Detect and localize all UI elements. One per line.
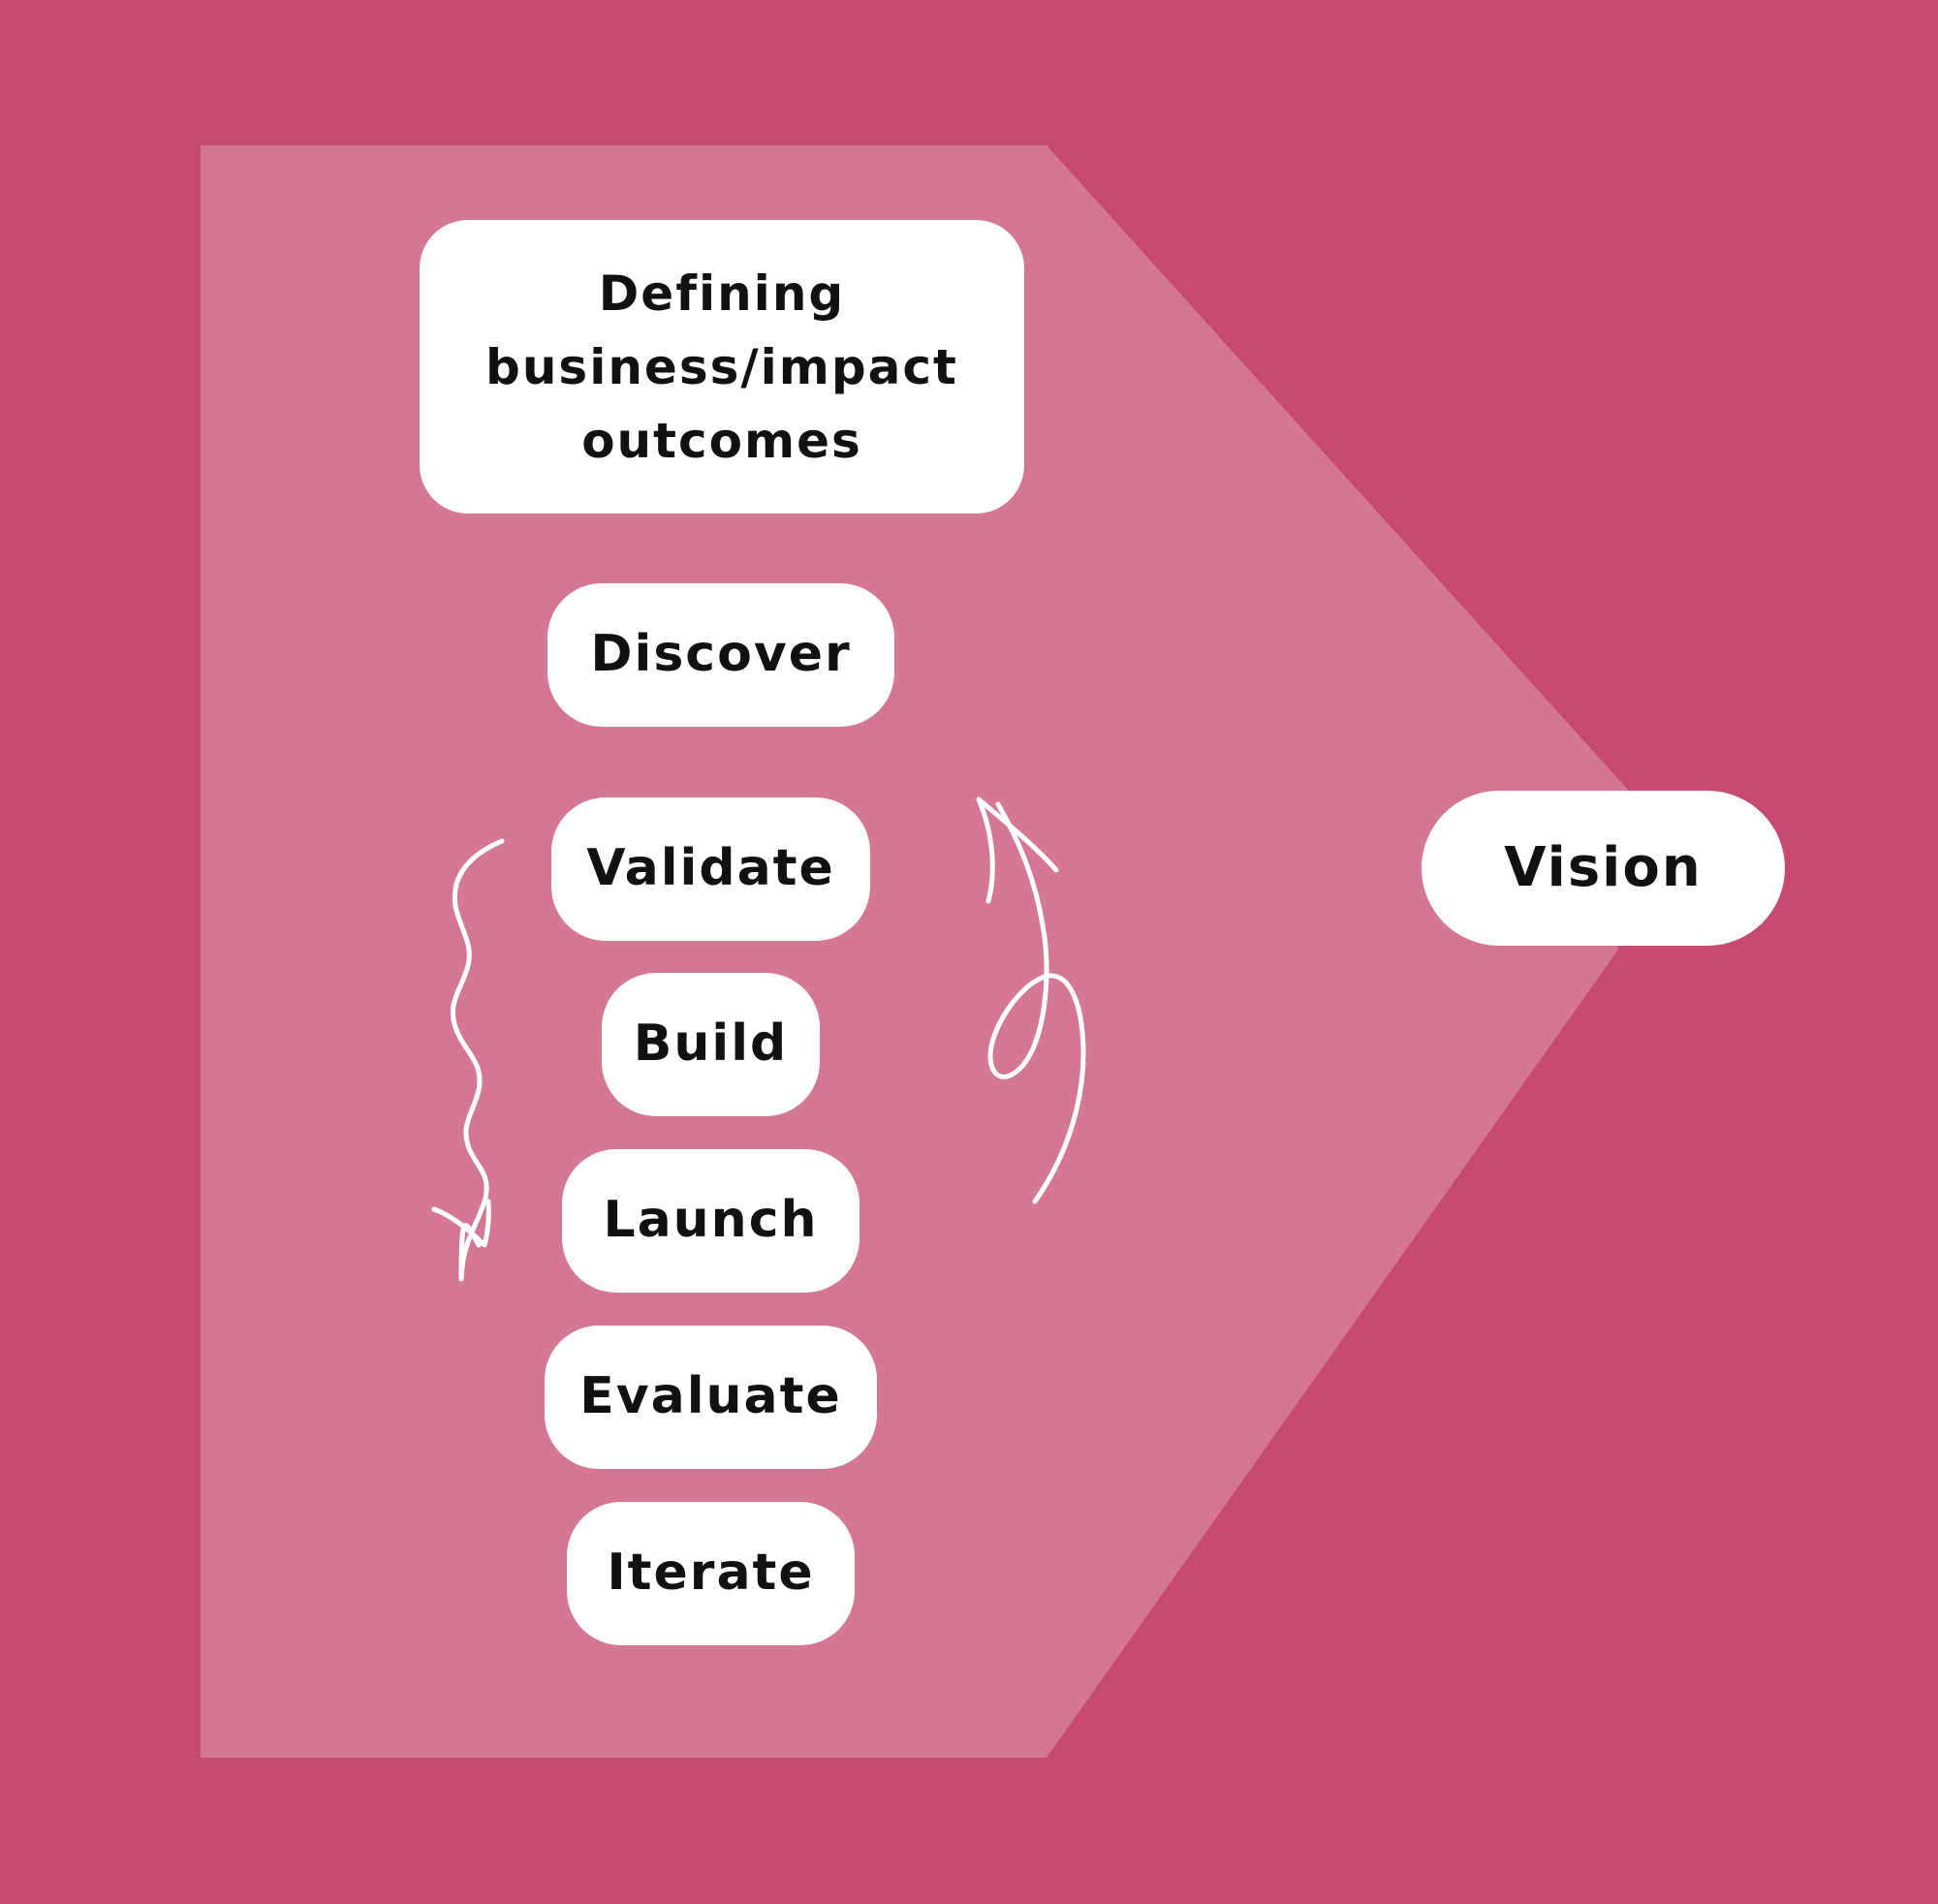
step-evaluate: Evaluate bbox=[545, 1326, 877, 1469]
step-build: Build bbox=[602, 973, 820, 1116]
step-label: Validate bbox=[586, 839, 835, 898]
vision-label: Vision bbox=[1504, 835, 1703, 899]
wavy-down-arrow-icon bbox=[431, 838, 505, 1282]
step-label: Iterate bbox=[607, 1544, 815, 1603]
step-label: Build bbox=[633, 1014, 789, 1074]
vision-box: Vision bbox=[1422, 791, 1785, 946]
step-iterate: Iterate bbox=[567, 1502, 855, 1645]
step-label: Launch bbox=[603, 1191, 819, 1250]
loop-up-arrow-icon bbox=[976, 796, 1086, 1204]
outcomes-box: Defining business/impact outcomes bbox=[420, 220, 1024, 514]
step-validate: Validate bbox=[551, 797, 870, 941]
step-label: Discover bbox=[590, 625, 852, 684]
outcomes-label: Defining business/impact outcomes bbox=[485, 265, 958, 469]
step-launch: Launch bbox=[562, 1149, 860, 1293]
step-discover: Discover bbox=[547, 583, 894, 727]
step-label: Evaluate bbox=[579, 1367, 842, 1426]
